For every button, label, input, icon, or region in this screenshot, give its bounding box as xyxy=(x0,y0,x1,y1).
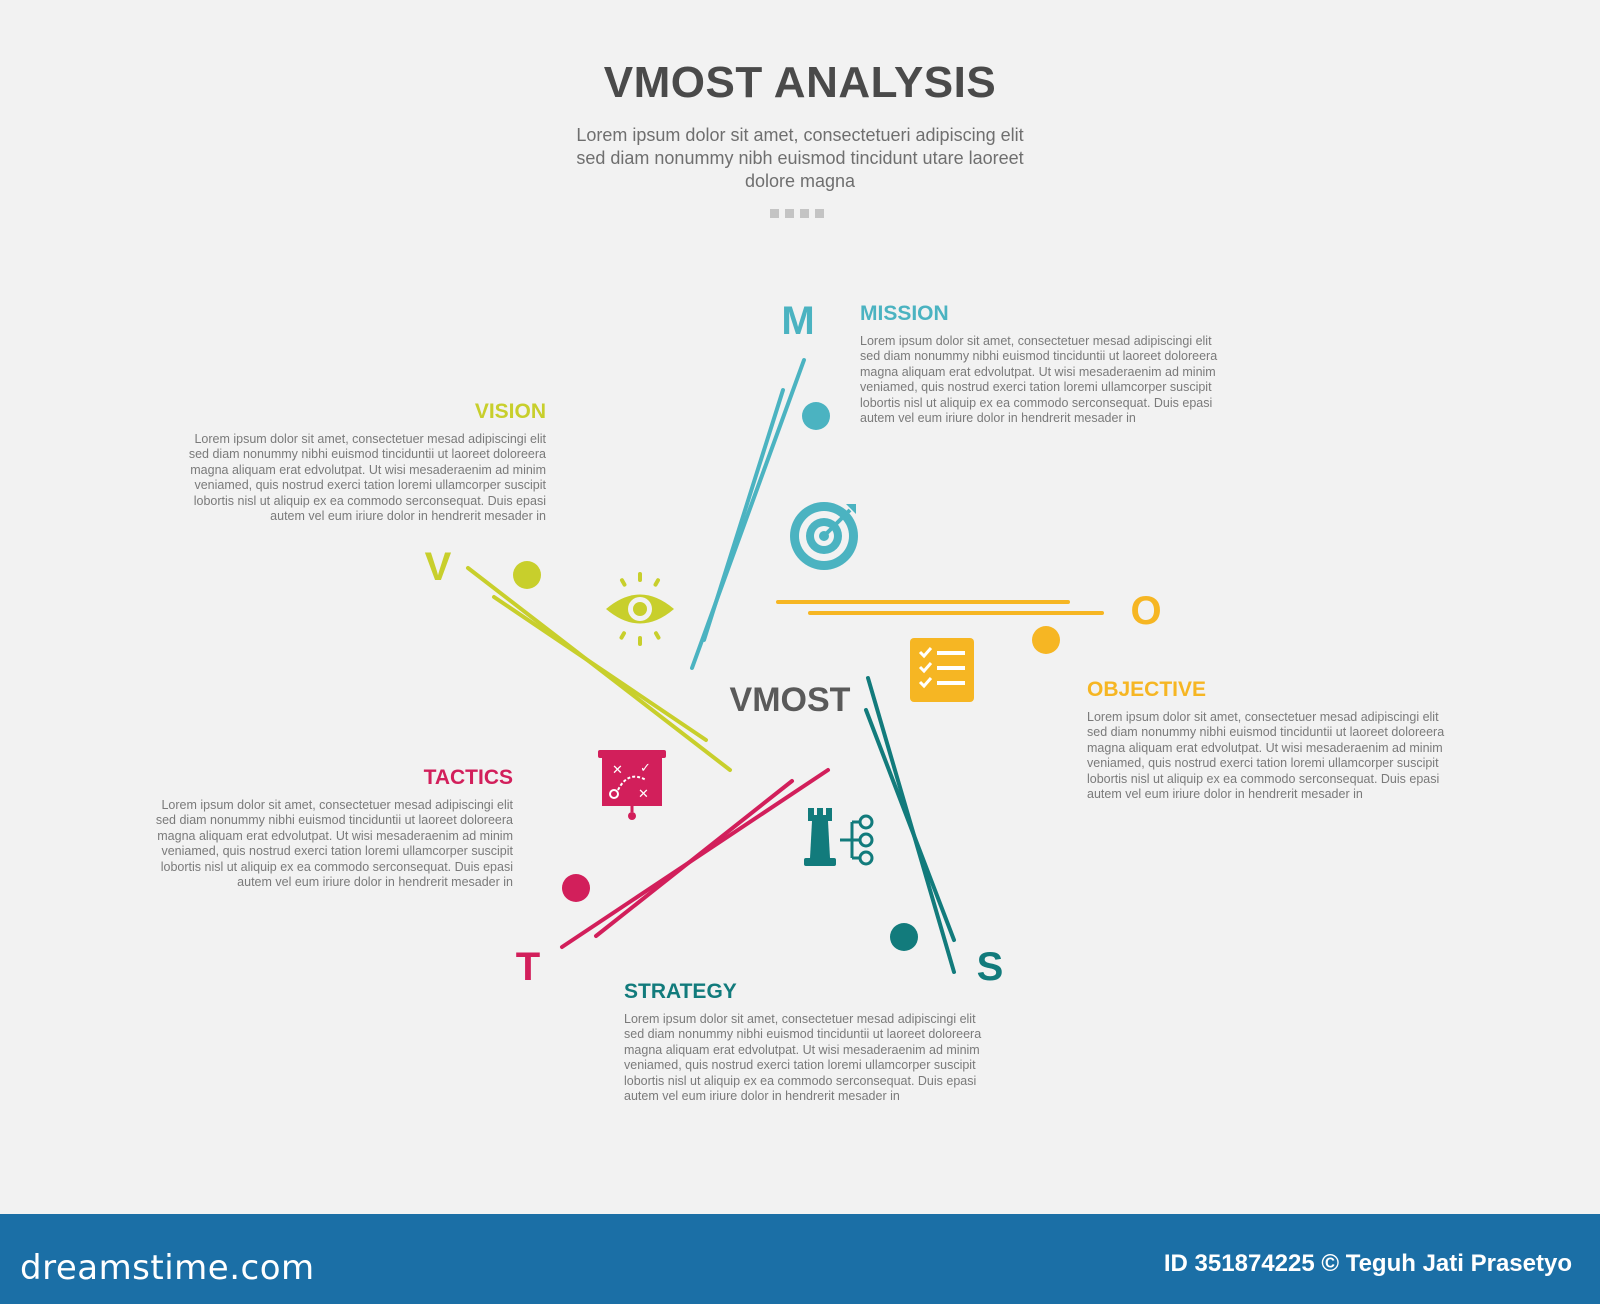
vision-dot xyxy=(513,561,541,589)
center-label: VMOST xyxy=(729,681,851,719)
checklist-icon xyxy=(910,638,974,702)
svg-text:✕: ✕ xyxy=(638,787,649,802)
mission-block: MISSION Lorem ipsum dolor sit amet, cons… xyxy=(860,302,1230,426)
strategy-text: Lorem ipsum dolor sit amet, consectetuer… xyxy=(624,1012,982,1104)
strategy-dot xyxy=(890,923,918,951)
page-subtitle: Lorem ipsum dolor sit amet, consectetuer… xyxy=(576,125,1024,191)
tactics-board-icon: ✕ ✓ ✕ xyxy=(598,750,666,820)
letter-s: S xyxy=(977,945,1004,989)
page-title: VMOST ANALYSIS xyxy=(603,58,997,107)
mission-lines xyxy=(690,358,806,670)
letter-v: V xyxy=(425,545,452,589)
objective-heading: OBJECTIVE xyxy=(1087,678,1207,701)
svg-text:✕: ✕ xyxy=(612,763,623,778)
tactics-heading: TACTICS xyxy=(423,766,513,789)
objective-block: OBJECTIVE Lorem ipsum dolor sit amet, co… xyxy=(1087,678,1457,802)
divider-dots xyxy=(770,209,824,218)
vision-block: VISION Lorem ipsum dolor sit amet, conse… xyxy=(176,400,546,524)
vision-lines xyxy=(466,566,732,772)
strategy-heading: STRATEGY xyxy=(624,980,737,1003)
objective-lines xyxy=(776,600,1104,615)
mission-dot xyxy=(802,402,830,430)
letter-m: M xyxy=(781,299,814,343)
objective-text: Lorem ipsum dolor sit amet, consectetuer… xyxy=(1087,710,1445,802)
target-icon xyxy=(790,502,858,570)
strategy-lines xyxy=(864,676,956,974)
vision-heading: VISION xyxy=(474,400,546,423)
mission-text: Lorem ipsum dolor sit amet, consectetuer… xyxy=(860,334,1218,426)
svg-text:✓: ✓ xyxy=(640,761,651,776)
chess-rook-network-icon xyxy=(804,808,874,866)
tactics-dot xyxy=(562,874,590,902)
footer-brand[interactable]: dreamstime.com xyxy=(20,1248,315,1288)
mission-heading: MISSION xyxy=(860,302,949,325)
tactics-text: Lorem ipsum dolor sit amet, consectetuer… xyxy=(155,798,513,890)
eye-icon xyxy=(606,572,674,646)
footer-bar: dreamstime.com ID 351874225 © Teguh Jati… xyxy=(0,1214,1600,1304)
vision-text: Lorem ipsum dolor sit amet, consectetuer… xyxy=(188,432,546,524)
strategy-block: STRATEGY Lorem ipsum dolor sit amet, con… xyxy=(624,980,994,1104)
objective-dot xyxy=(1032,626,1060,654)
footer-credit: ID 351874225 © Teguh Jati Prasetyo xyxy=(1163,1250,1572,1277)
letter-t: T xyxy=(516,945,540,989)
tactics-block: TACTICS Lorem ipsum dolor sit amet, cons… xyxy=(143,766,513,890)
letter-o: O xyxy=(1130,589,1161,633)
tactics-lines xyxy=(560,768,830,949)
